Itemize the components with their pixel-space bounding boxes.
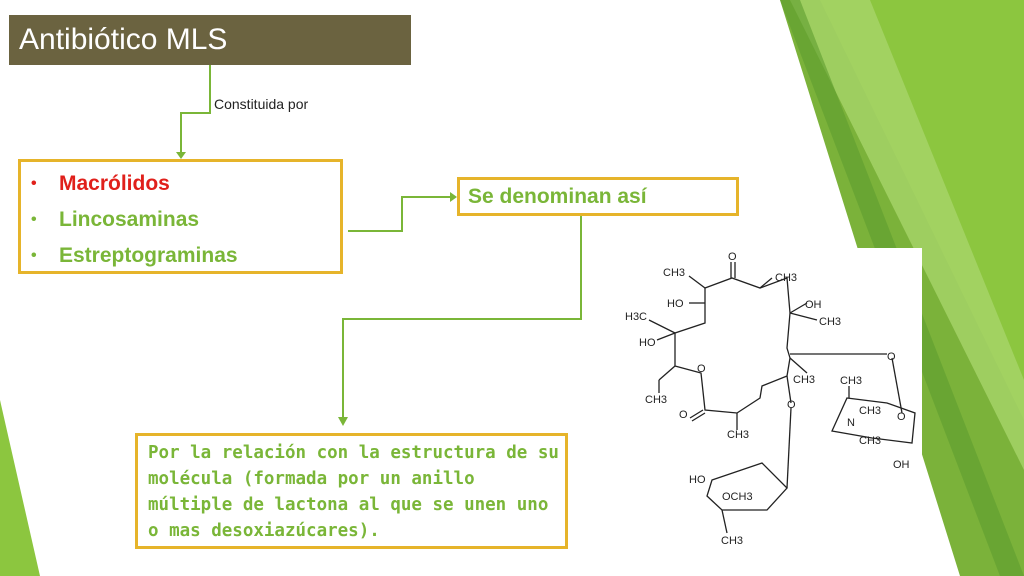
- connector-label: Constituida por: [214, 96, 309, 112]
- denomination-box: Se denominan así: [457, 177, 739, 216]
- list-item-estreptograminas: • Estreptograminas: [31, 242, 340, 278]
- list-item-label: Lincosaminas: [59, 208, 200, 231]
- title-banner: Antibiótico MLS: [9, 15, 411, 65]
- mol-label: CH3: [775, 272, 797, 284]
- mol-label: O: [887, 351, 896, 363]
- molecule-labels: O CH3 CH3 HO OH CH3 H3C HO CH3 O CH3 CH3…: [625, 251, 910, 547]
- list-item-macrolidos: • Macrólidos: [31, 170, 340, 206]
- list-item-lincosaminas: • Lincosaminas: [31, 206, 340, 242]
- mol-label: CH3: [721, 535, 743, 547]
- mol-label: N: [847, 417, 855, 429]
- mol-label: O: [897, 411, 906, 423]
- mol-label: HO: [667, 298, 684, 310]
- mol-label: CH3: [859, 435, 881, 447]
- mol-label: OH: [893, 459, 910, 471]
- list-item-label: Macrólidos: [59, 172, 170, 195]
- mol-label: CH3: [793, 374, 815, 386]
- mol-label: O: [787, 399, 796, 411]
- mol-label: HO: [639, 337, 656, 349]
- description-box: Por la relación con la estructura de su …: [135, 433, 568, 549]
- mol-label: H3C: [625, 311, 647, 323]
- mol-label: O: [728, 251, 737, 263]
- mol-label: OH: [805, 299, 822, 311]
- mls-list-box: • Macrólidos • Lincosaminas • Estreptogr…: [18, 159, 343, 274]
- bg-corner-left: [0, 400, 40, 576]
- bullet-icon: •: [31, 211, 37, 228]
- bullet-icon: •: [31, 175, 37, 192]
- molecule-bonds: [648, 262, 916, 534]
- mol-label: O: [679, 409, 688, 421]
- mol-label: CH3: [663, 267, 685, 279]
- molecule-structure-diagram: O CH3 CH3 HO OH CH3 H3C HO CH3 O CH3 CH3…: [625, 251, 916, 547]
- mol-label: HO: [689, 474, 706, 486]
- molecule-panel: O CH3 CH3 HO OH CH3 H3C HO CH3 O CH3 CH3…: [597, 248, 922, 548]
- page-title: Antibiótico MLS: [19, 23, 228, 56]
- mls-list: • Macrólidos • Lincosaminas • Estreptogr…: [31, 170, 340, 278]
- mol-label: CH3: [819, 316, 841, 328]
- bg-stripe-pale: [790, 0, 1024, 470]
- mol-label: OCH3: [722, 491, 753, 503]
- bullet-icon: •: [31, 247, 37, 264]
- mol-label: CH3: [840, 375, 862, 387]
- mol-label: O: [697, 363, 706, 375]
- mol-label: CH3: [645, 394, 667, 406]
- mol-label: CH3: [859, 405, 881, 417]
- mol-label: CH3: [727, 429, 749, 441]
- list-item-label: Estreptograminas: [59, 244, 238, 267]
